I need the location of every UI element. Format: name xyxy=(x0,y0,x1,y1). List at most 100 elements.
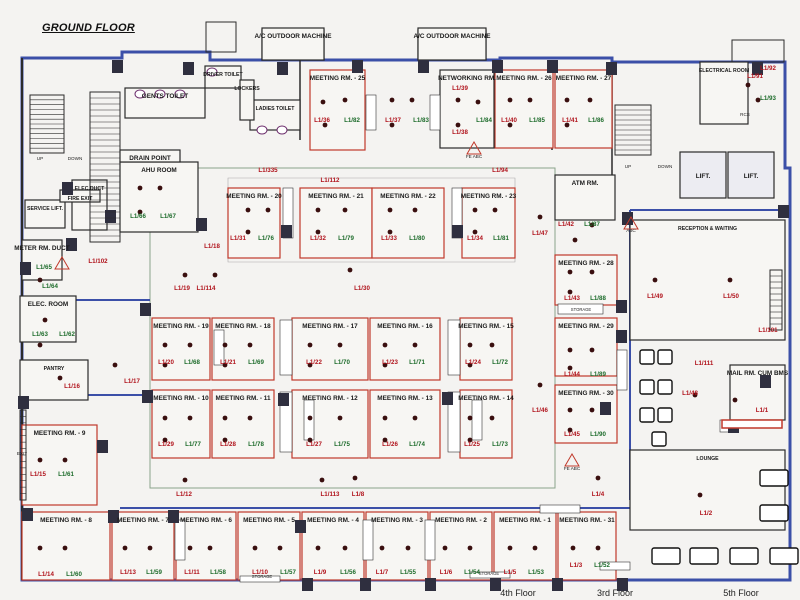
ceiling-light-36 xyxy=(162,342,168,348)
ceiling-light-18 xyxy=(315,207,321,213)
room-label-mr4: MEETING RM. - 4 xyxy=(307,517,359,524)
column-36 xyxy=(552,578,563,591)
room-mr21 xyxy=(299,187,373,259)
waiting-chair-4 xyxy=(639,407,655,423)
circuit-label-11: L1/335 xyxy=(258,167,278,174)
ceiling-light-87 xyxy=(182,477,188,483)
circuit-label-58: L1/46 xyxy=(532,407,548,414)
circuit-label-71: L1/12 xyxy=(176,491,192,498)
room-label-mr8: MEETING RM. - 8 xyxy=(40,517,92,524)
misc-label-3: DOWN xyxy=(658,164,673,169)
circuit-label-94: L1/92 xyxy=(760,65,776,72)
room-label-driver: DRIVER TOILET xyxy=(203,72,243,78)
ceiling-light-25 xyxy=(492,207,498,213)
ceiling-light-49 xyxy=(489,342,495,348)
room-lockers xyxy=(239,79,255,121)
room-ac2 xyxy=(417,27,487,61)
fire-extinguisher-marker-1 xyxy=(466,141,482,155)
ceiling-light-6 xyxy=(455,97,461,103)
ceiling-light-95 xyxy=(147,545,153,551)
column-4 xyxy=(418,60,429,73)
circuit-label-56: L1/45 xyxy=(564,431,580,438)
column-6 xyxy=(547,60,558,73)
circuit-label-54: L1/44 xyxy=(564,371,580,378)
waiting-chair-2 xyxy=(639,379,655,395)
ceiling-light-51 xyxy=(162,415,168,421)
ceiling-light-97 xyxy=(207,545,213,551)
ceiling-light-53 xyxy=(162,437,168,443)
ceiling-light-83 xyxy=(57,375,63,381)
room-mr19 xyxy=(151,317,211,381)
circuit-label-3: L1/83 xyxy=(413,117,429,124)
ceiling-light-44 xyxy=(307,362,313,368)
room-label-mr25: MEETING RM. - 25 xyxy=(310,75,366,82)
storage-9 xyxy=(174,519,186,561)
ceiling-light-46 xyxy=(412,342,418,348)
toilet-fixture-0 xyxy=(134,89,146,99)
room-label-lift1: LIFT. xyxy=(696,173,711,180)
circuit-label-12: L1/112 xyxy=(321,177,340,184)
circuit-label-69: L1/15 xyxy=(30,471,46,478)
ceiling-light-67 xyxy=(589,269,595,275)
circuit-label-37: L1/70 xyxy=(334,359,350,366)
room-mr16 xyxy=(369,317,441,381)
circuit-label-92: L1/3 xyxy=(570,562,583,569)
circuit-label-44: L1/28 xyxy=(220,441,236,448)
ceiling-light-106 xyxy=(507,545,513,551)
ceiling-light-14 xyxy=(564,122,570,128)
room-ac1 xyxy=(261,27,325,61)
room-label-net: NETWORKING RM. xyxy=(438,75,496,82)
storage-3 xyxy=(447,319,461,376)
room-label-mr11: MEETING RM. - 11 xyxy=(215,395,270,402)
storage-2 xyxy=(279,319,293,376)
column-1 xyxy=(183,62,194,75)
circuit-label-38: L1/23 xyxy=(382,359,398,366)
circuit-label-32: L1/20 xyxy=(158,359,174,366)
waiting-chair-5 xyxy=(657,407,673,423)
circuit-label-20: L1/34 xyxy=(467,235,483,242)
room-label-mr2: MEETING RM. - 2 xyxy=(435,517,487,524)
room-label-mr15: MEETING RM. - 15 xyxy=(458,323,514,330)
circuit-label-0: L1/36 xyxy=(314,117,330,124)
room-label-mr17: MEETING RM. - 17 xyxy=(302,323,358,330)
ceiling-light-47 xyxy=(382,362,388,368)
column-29 xyxy=(108,510,119,523)
circuit-label-61: L1/49 xyxy=(647,293,663,300)
circuit-label-31: L1/87 xyxy=(584,221,600,228)
ceiling-light-48 xyxy=(467,342,473,348)
column-7 xyxy=(606,62,617,75)
circuit-label-73: L1/8 xyxy=(352,491,365,498)
ceiling-light-20 xyxy=(315,229,321,235)
ceiling-light-38 xyxy=(162,362,168,368)
ceiling-light-84 xyxy=(112,362,118,368)
circuit-label-29: L1/47 xyxy=(532,230,548,237)
room-mr5 xyxy=(237,511,301,581)
ceiling-light-82 xyxy=(37,342,43,348)
room-label-gents: GENTS TOILET xyxy=(142,93,188,100)
room-lift2 xyxy=(727,151,775,199)
ceiling-light-45 xyxy=(382,342,388,348)
column-22 xyxy=(278,393,289,406)
room-mr2 xyxy=(429,511,493,581)
circuit-label-22: L1/66 xyxy=(130,213,146,220)
ceiling-light-64 xyxy=(489,415,495,421)
ceiling-light-89 xyxy=(352,475,358,481)
circuit-label-16: L1/32 xyxy=(310,235,326,242)
circuit-label-49: L1/74 xyxy=(409,441,425,448)
circuit-label-39: L1/71 xyxy=(409,359,425,366)
room-label-mr6: MEETING RM. - 6 xyxy=(180,517,232,524)
ceiling-light-26 xyxy=(472,229,478,235)
column-14 xyxy=(622,212,633,225)
ceiling-light-43 xyxy=(337,342,343,348)
circuit-label-80: L1/11 xyxy=(184,569,200,576)
circuit-label-93: L1/52 xyxy=(594,562,610,569)
circuit-label-65: L1/63 xyxy=(32,331,48,338)
room-label-mr3: MEETING RM. - 3 xyxy=(371,517,423,524)
ceiling-light-80 xyxy=(37,277,43,283)
room-label-mr26: MEETING RM. - 26 xyxy=(496,75,552,82)
room-label-mr19: MEETING RM. - 19 xyxy=(153,323,209,330)
circuit-label-95: L1/93 xyxy=(760,95,776,102)
furniture xyxy=(19,67,799,565)
circuit-label-18: L1/33 xyxy=(381,235,397,242)
circuit-label-85: L1/56 xyxy=(340,569,356,576)
